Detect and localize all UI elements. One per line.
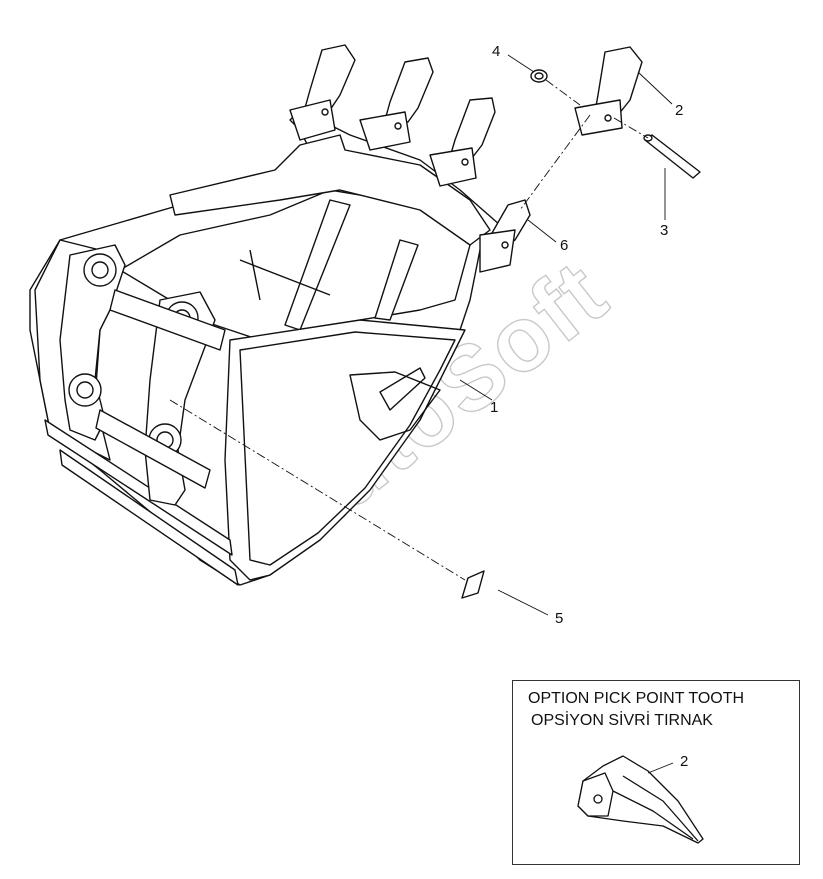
inset-title: OPTION PICK POINT TOOTH [528,690,745,707]
exploded-shim [461,570,485,599]
leader-2 [637,71,673,105]
leader-4 [507,54,535,73]
side-plate-inner [239,331,456,566]
leader-1 [459,379,493,401]
callout-5: 5 [555,610,563,627]
bucket-tooth-2 [359,57,434,151]
inset-subtitle: OPSİYON SİVRİ TIRNAK [531,712,713,729]
exploded-washer [530,69,548,83]
callout-3: 3 [660,222,668,239]
inset-callout-2: 2 [680,753,688,770]
inner-floor-line [239,249,331,301]
pick-tooth-hole [593,794,603,804]
leader-6 [527,219,557,243]
leader-5 [497,589,549,616]
exploded-pin [643,134,701,179]
rear-band-2 [59,449,239,586]
inset-leader-2 [647,762,674,774]
leader-dash-washer [545,79,581,106]
callout-4: 4 [492,43,500,60]
leader-dash-pin [613,117,649,139]
callout-6: 6 [560,237,568,254]
cutting-lip [169,134,491,246]
bucket-tooth-1 [289,44,356,141]
cross-plate-2 [95,409,211,489]
option-inset: OPTION PICK POINT TOOTH OPSİYON SİVRİ TI… [512,680,800,865]
side-plate-notch [349,371,441,441]
pin-hole-lower-left [76,381,94,399]
inner-rib-right [374,239,419,321]
leader-dash-shim [169,399,466,581]
bucket-tooth-4 [479,199,531,273]
callout-2: 2 [675,102,683,119]
leader-dash-tooth [519,114,591,211]
cross-plate [109,289,226,351]
pin-hole-upper-left [91,261,109,279]
pick-point-tooth-drawing: 2 [577,753,704,844]
bucket-tooth-3 [429,97,496,187]
exploded-tooth [574,46,643,136]
pick-tooth-adapter [577,772,614,817]
callout-1: 1 [490,399,498,416]
pick-tooth-ridge [612,775,699,842]
